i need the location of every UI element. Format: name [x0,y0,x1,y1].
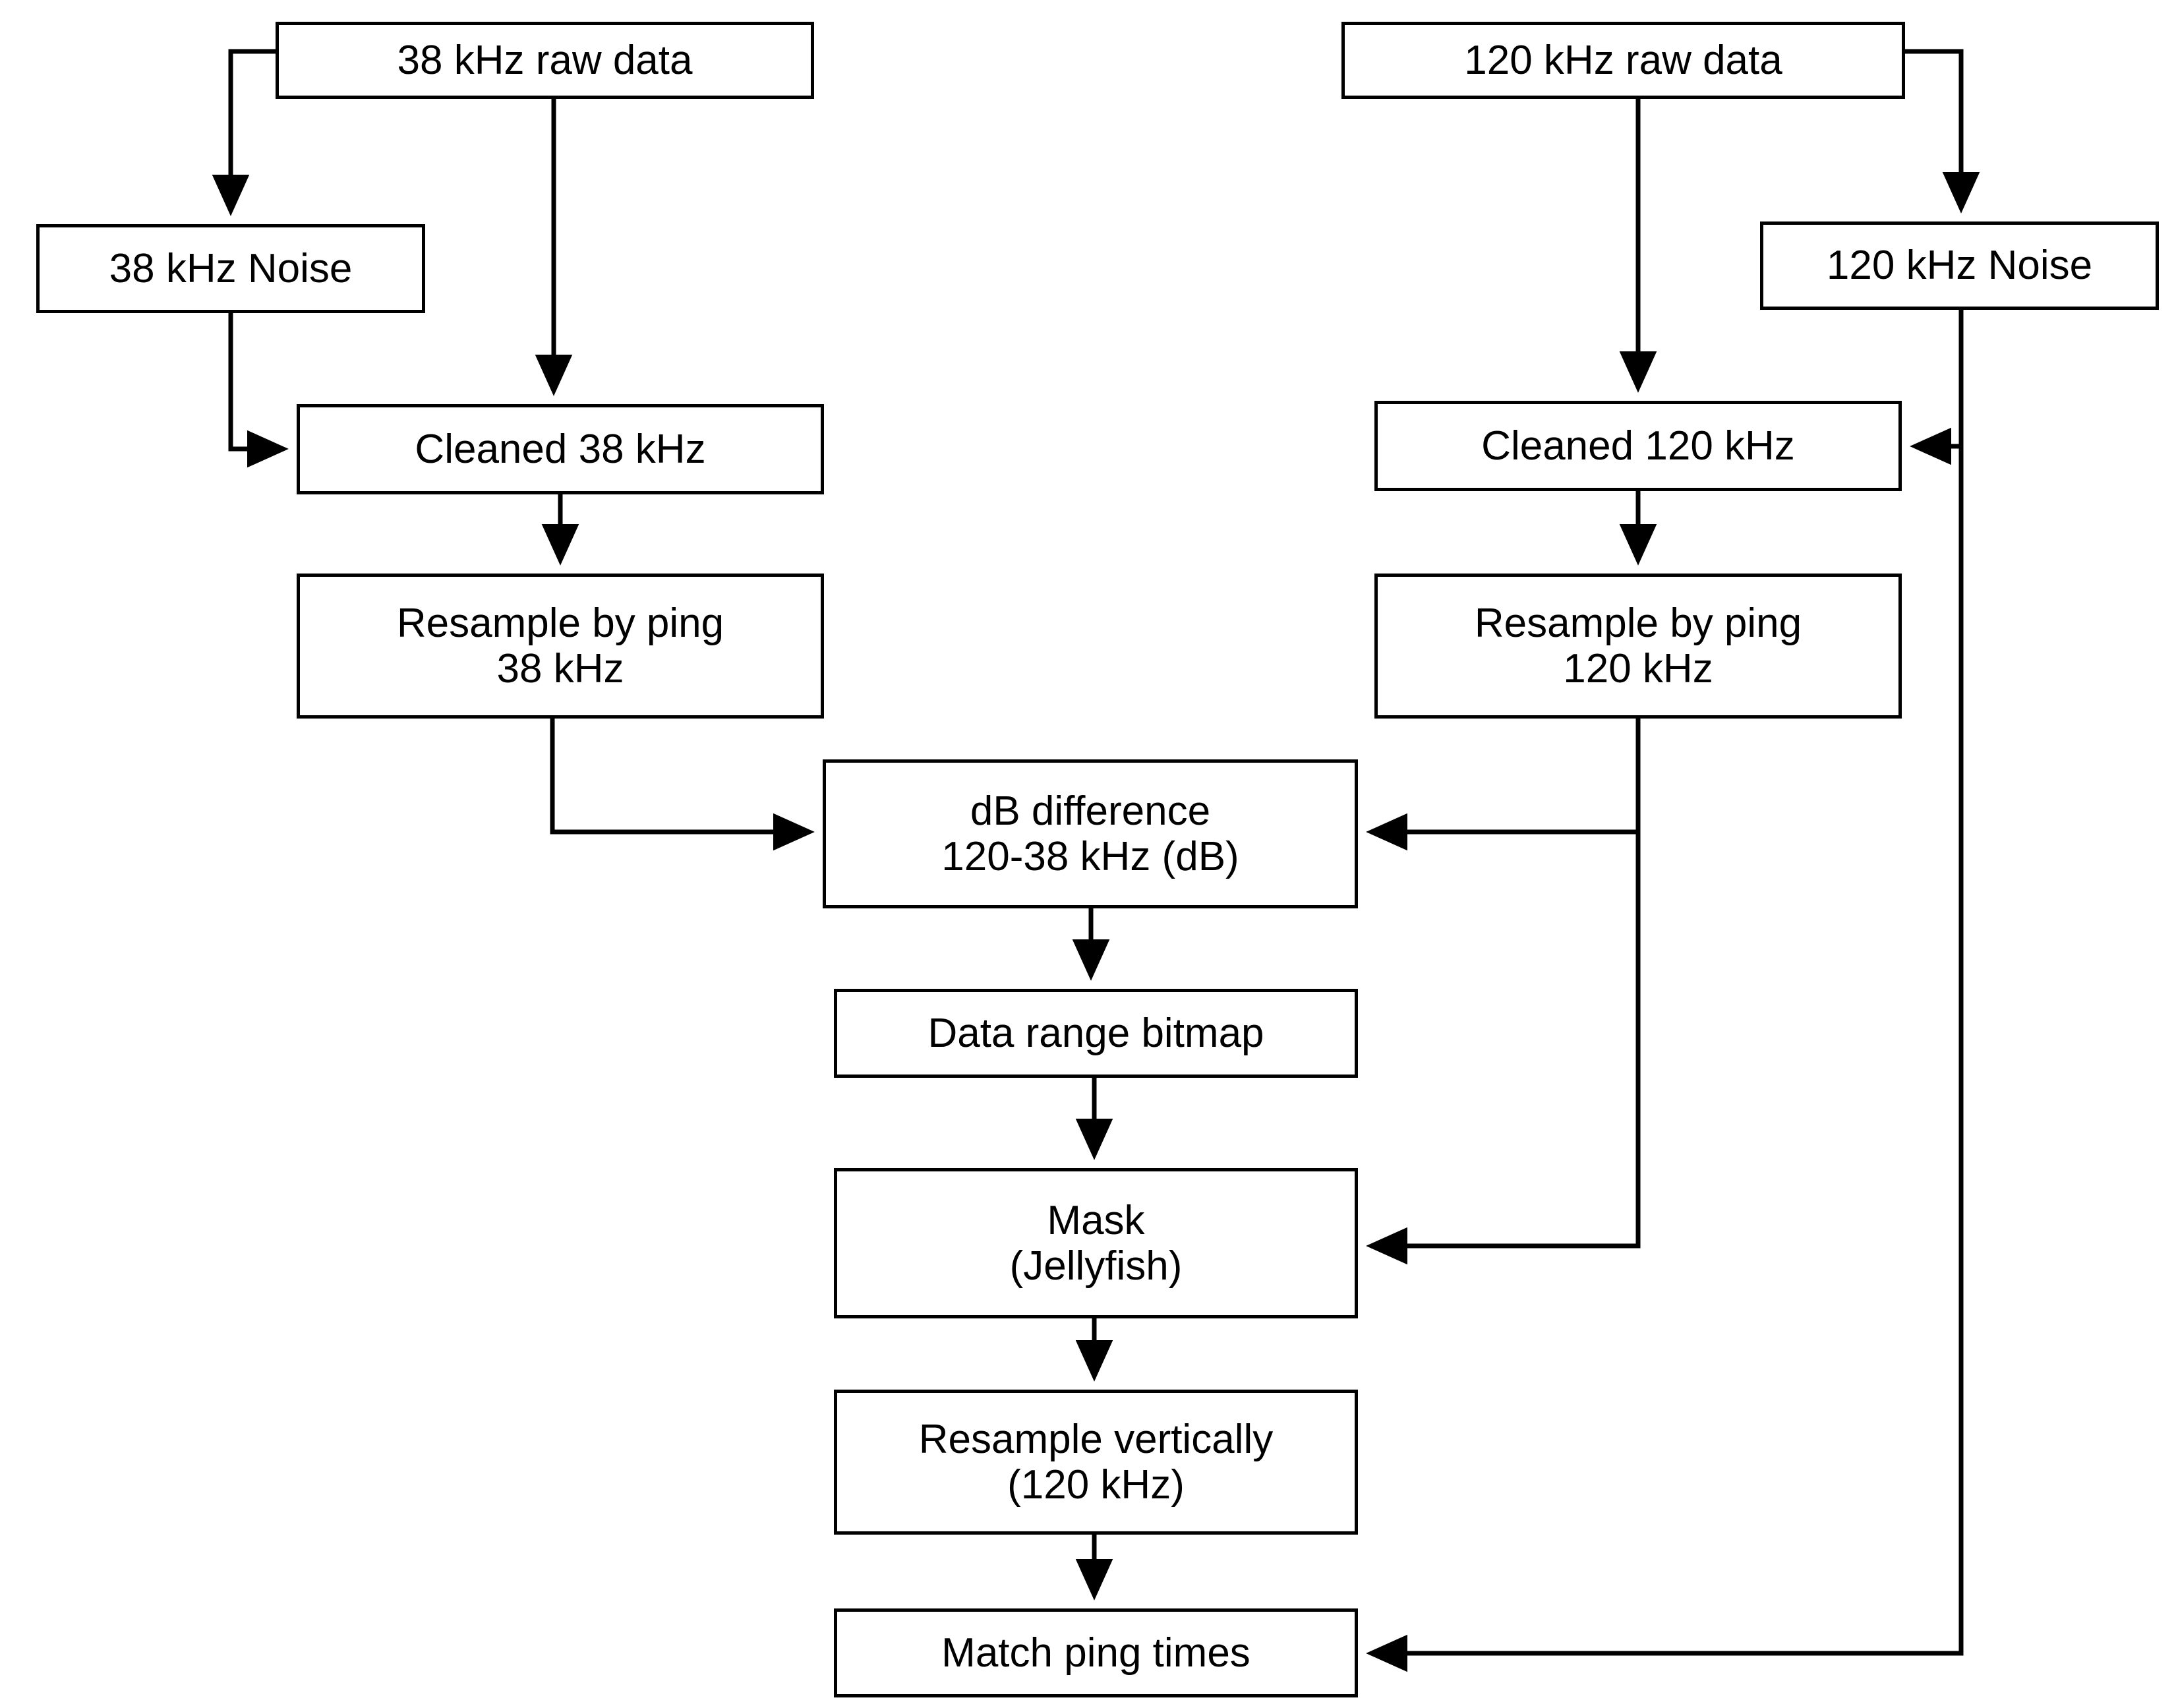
node-noise38[interactable]: 38 kHz Noise [36,224,425,313]
node-label: Data range bitmap [927,1010,1264,1056]
edge-raw120-to-noise120 [1905,49,1980,214]
node-dbdiff[interactable]: dB difference 120-38 kHz (dB) [823,759,1358,908]
node-label: 38 kHz Noise [109,245,353,291]
node-label: Match ping times [941,1630,1250,1676]
node-raw120[interactable]: 120 kHz raw data [1341,22,1905,99]
edge-raw38-to-noise38 [212,49,276,216]
node-mask[interactable]: Mask (Jellyfish) [834,1168,1358,1318]
edge-resamp38-to-dbdiff [550,719,815,851]
node-resamp120[interactable]: Resample by ping 120 kHz [1374,574,1902,719]
node-label: Resample by ping 38 kHz [396,600,724,692]
node-label: Cleaned 120 kHz [1481,423,1795,469]
edge-noise38-to-clean38 [228,313,289,468]
node-resamp38[interactable]: Resample by ping 38 kHz [297,574,824,719]
node-label: Resample by ping 120 kHz [1474,600,1802,692]
edge-resamp120-to-mask [1366,832,1641,1265]
node-resampvert[interactable]: Resample vertically (120 kHz) [834,1390,1358,1535]
node-label: 38 kHz raw data [397,37,693,83]
node-clean38[interactable]: Cleaned 38 kHz [297,404,824,494]
node-label: Mask (Jellyfish) [1009,1197,1183,1289]
edge-resamp120-to-dbdiff [1366,719,1641,851]
node-label: 120 kHz Noise [1826,243,2093,289]
node-label: Resample vertically (120 kHz) [918,1416,1274,1508]
node-clean120[interactable]: Cleaned 120 kHz [1374,401,1902,491]
edge-noise120-to-clean120 [1910,310,1964,465]
node-raw38[interactable]: 38 kHz raw data [276,22,814,99]
node-noise120[interactable]: 120 kHz Noise [1760,221,2159,310]
node-label: 120 kHz raw data [1464,37,1782,83]
node-label: Cleaned 38 kHz [415,426,706,472]
node-label: dB difference 120-38 kHz (dB) [941,788,1239,879]
node-bitmap[interactable]: Data range bitmap [834,989,1358,1078]
node-matchping[interactable]: Match ping times [834,1608,1358,1697]
